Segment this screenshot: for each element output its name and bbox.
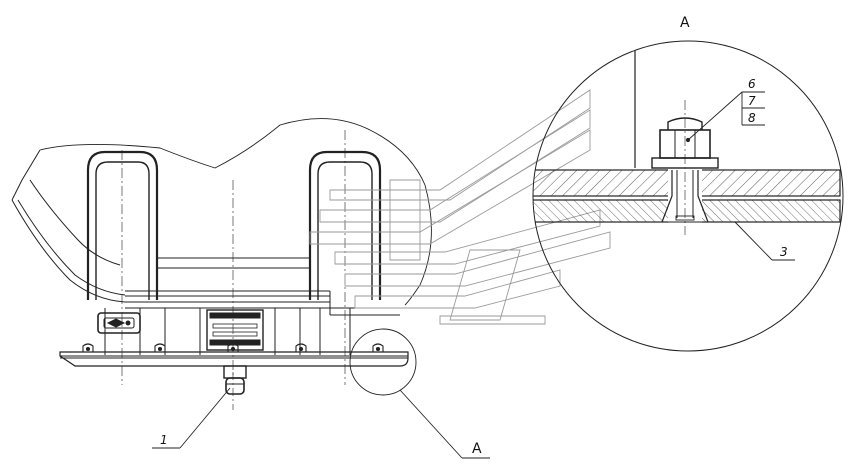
connector-box <box>97 312 141 334</box>
break-outline <box>39 118 432 306</box>
view-label-bottom: A <box>472 441 482 457</box>
part-label-7: 7 <box>748 94 756 108</box>
detail-marker-circle <box>349 328 417 396</box>
part-label-3: 3 <box>780 245 788 259</box>
left-edge <box>11 149 41 201</box>
part-label-8: 8 <box>748 111 756 125</box>
part-label-1: 1 <box>160 433 168 447</box>
watermark-logo <box>309 89 611 325</box>
base-plate <box>59 351 409 367</box>
view-label-top: A <box>680 15 690 31</box>
right-bracket <box>308 150 382 300</box>
chute-outer <box>11 199 126 303</box>
left-bracket <box>86 150 159 300</box>
chute-inner <box>17 199 126 296</box>
center-plate <box>206 309 264 351</box>
part-label-6: 6 <box>748 77 756 91</box>
bottom-fitting <box>223 365 247 379</box>
base-bolts <box>82 343 384 352</box>
